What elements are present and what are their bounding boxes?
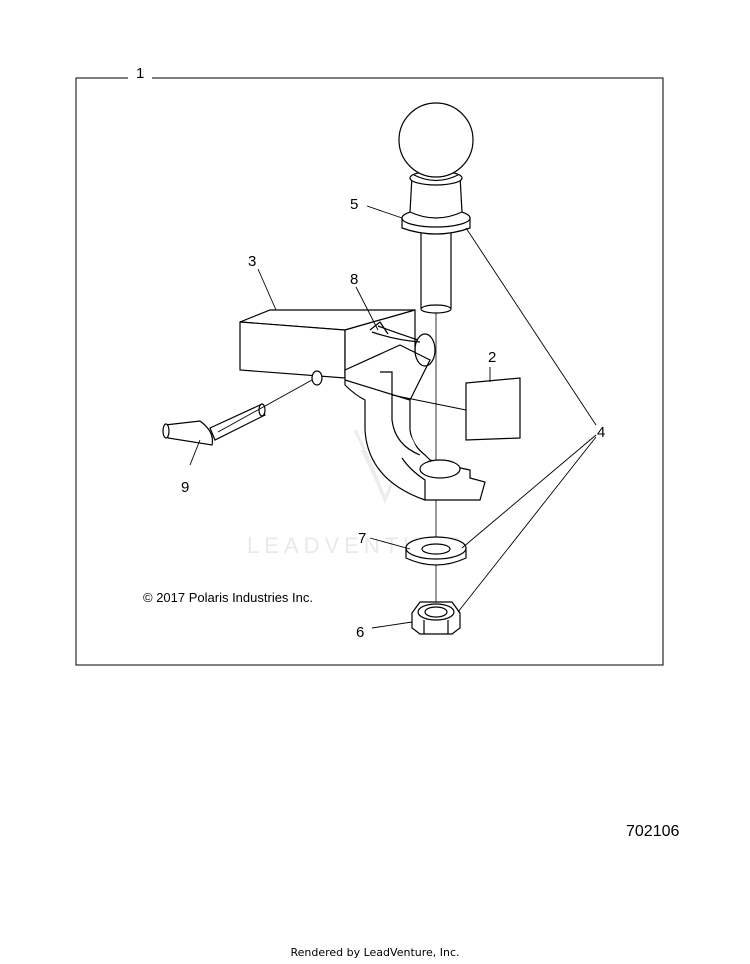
hitch-ball — [398, 102, 474, 314]
callout-7: 7 — [358, 530, 366, 547]
hitch-pin-clip — [369, 321, 436, 367]
callout-1: 1 — [136, 65, 144, 82]
ball-mount — [239, 309, 486, 501]
decal-label — [465, 377, 521, 441]
hex-nut — [411, 601, 461, 635]
callout-6: 6 — [356, 624, 364, 641]
callout-8: 8 — [350, 271, 358, 288]
drawing-number: 702106 — [626, 823, 680, 840]
callout-3: 3 — [248, 253, 256, 270]
callout-5: 5 — [350, 196, 358, 213]
hitch-pin — [162, 403, 266, 446]
diagram-frame — [75, 77, 664, 666]
callout-2: 2 — [488, 349, 496, 366]
callout-4: 4 — [597, 424, 605, 441]
rendered-by-footer: Rendered by LeadVenture, Inc. — [290, 946, 460, 959]
leader-lines — [189, 205, 597, 629]
copyright-notice: © 2017 Polaris Industries Inc. — [143, 590, 313, 605]
callout-9: 9 — [181, 479, 189, 496]
lock-washer — [405, 536, 467, 566]
